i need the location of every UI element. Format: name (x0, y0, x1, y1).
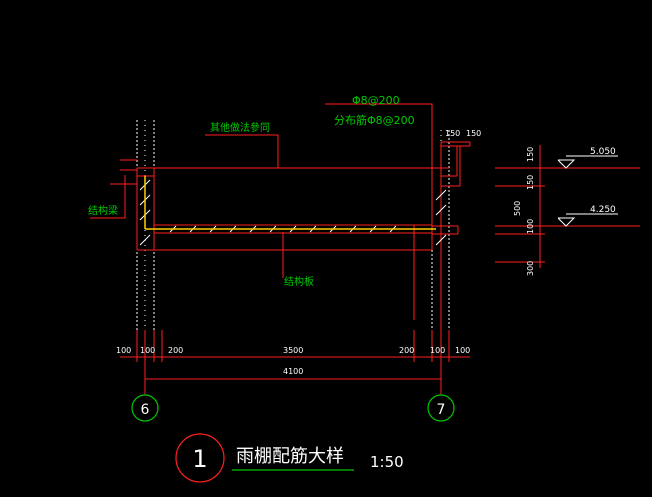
dim-bottom-total: 4100 (283, 367, 303, 376)
elevation-bottom: 4.250 (590, 205, 616, 215)
title-number: 1 (192, 445, 207, 473)
dim-right-2: 150 (526, 175, 535, 190)
axis-right-label: 7 (437, 402, 446, 418)
rebar-dist-label: 分布筋Φ8@200 (334, 113, 415, 127)
bottom-dims (120, 330, 470, 395)
title-scale: 1:50 (370, 453, 404, 471)
struct-beam-label: 结构梁 (88, 204, 118, 217)
rebar-main-label: Φ8@200 (352, 94, 400, 107)
dim-bottom-1: 100 (116, 346, 131, 355)
dim-top-a: 150 (445, 129, 460, 138)
elevation-markers (557, 155, 618, 227)
axis-left-label: 6 (141, 402, 150, 418)
left-column (136, 120, 155, 340)
title-block: 1 雨棚配筋大样 1:50 (175, 433, 404, 483)
slab-hatch (139, 179, 447, 246)
dim-bottom-5: 200 (399, 346, 414, 355)
right-dim-texts: 150 150 500 100 300 (513, 147, 535, 276)
axis-bubble-right: 7 (427, 394, 455, 422)
dim-right-4: 100 (526, 219, 535, 234)
dim-bottom-4: 3500 (283, 346, 303, 355)
canopy-outline (110, 141, 470, 340)
dim-bottom-3: 200 (168, 346, 183, 355)
dim-top-b: 150 (466, 129, 481, 138)
axis-bubble-left: 6 (131, 394, 159, 422)
dim-bottom-6: 100 (430, 346, 445, 355)
dim-right-3: 500 (513, 201, 522, 216)
dim-right-1: 150 (526, 147, 535, 162)
other-method-label: 其他做法參同 (210, 121, 270, 134)
title-text: 雨棚配筋大样 (236, 446, 344, 467)
rebar (144, 176, 436, 230)
struct-slab-label: 结构板 (284, 275, 314, 288)
dim-bottom-7: 100 (455, 346, 470, 355)
dim-bottom-2: 100 (140, 346, 155, 355)
dim-right-5: 300 (526, 261, 535, 276)
leaders (90, 103, 433, 278)
right-dims (469, 142, 640, 268)
elevation-top: 5.050 (590, 147, 616, 157)
